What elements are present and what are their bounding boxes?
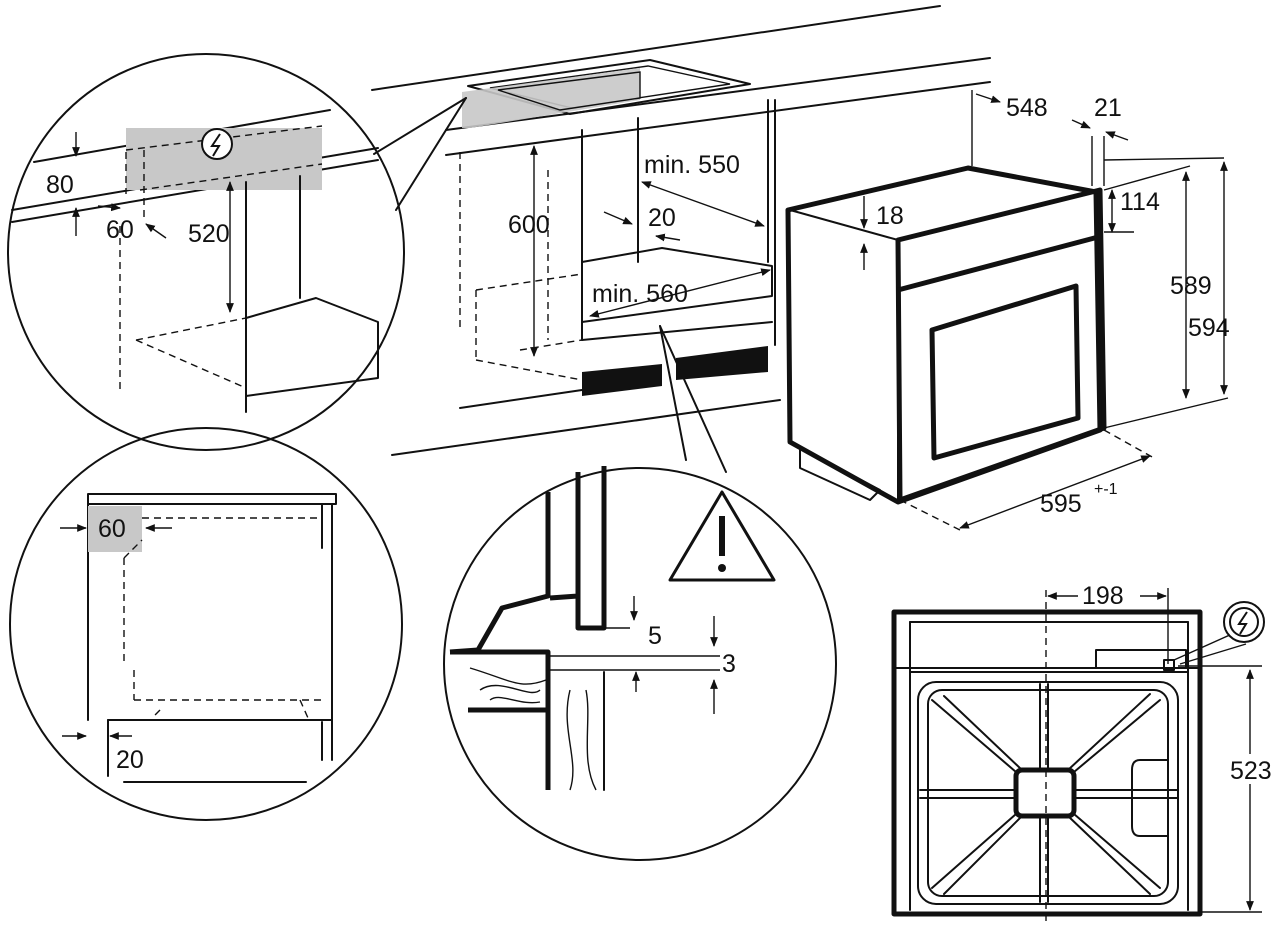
dim-80: 80 bbox=[46, 171, 74, 199]
dim-595-tolerance: +-1 bbox=[1094, 481, 1118, 498]
detail-circle-socket: 80 60 520 bbox=[7, 53, 467, 451]
dim-min-550: min. 550 bbox=[644, 151, 740, 179]
electrical-connection-icon bbox=[201, 128, 233, 160]
oven-front-view: 198 523 bbox=[891, 582, 1282, 926]
socket-zone-side bbox=[88, 506, 142, 552]
dim-60-top: 60 bbox=[106, 216, 134, 244]
dim-18: 18 bbox=[876, 202, 904, 230]
dim-60-side: 60 bbox=[98, 515, 126, 543]
dim-5: 5 bbox=[648, 622, 662, 650]
dim-21: 21 bbox=[1094, 94, 1122, 122]
dim-594: 594 bbox=[1188, 314, 1230, 342]
electrical-connection-icon bbox=[1223, 601, 1265, 643]
oven-perspective: 548 21 18 114 589 594 595 +-1 bbox=[785, 90, 1230, 531]
dim-548: 548 bbox=[1006, 94, 1048, 122]
warning-triangle-icon bbox=[668, 490, 776, 582]
dim-595: 595 bbox=[1040, 490, 1082, 518]
detail-circle-side-view: 60 20 bbox=[9, 427, 403, 821]
dim-20-top: 20 bbox=[648, 204, 676, 232]
dim-523: 523 bbox=[1230, 757, 1272, 785]
dim-20-side: 20 bbox=[116, 746, 144, 774]
hob-cutout bbox=[462, 59, 751, 128]
dim-589: 589 bbox=[1170, 272, 1212, 300]
dim-114: 114 bbox=[1120, 188, 1160, 216]
cabinet-scene: 600 min. 550 20 min. 560 bbox=[371, 5, 991, 456]
dim-198: 198 bbox=[1082, 582, 1124, 610]
dim-3: 3 bbox=[722, 650, 736, 678]
detail-circle-gap: 5 3 bbox=[443, 325, 837, 861]
dim-520: 520 bbox=[188, 220, 230, 248]
dim-min-560: min. 560 bbox=[592, 280, 688, 308]
dim-600: 600 bbox=[508, 211, 550, 239]
